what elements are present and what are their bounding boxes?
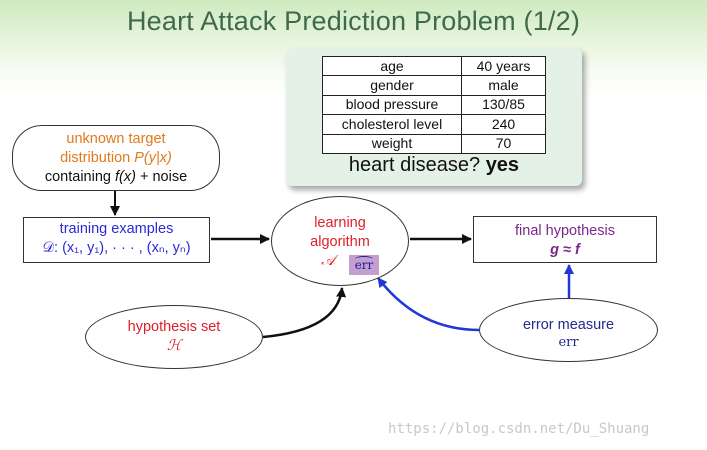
error-measure-node: error measure err xyxy=(479,298,658,362)
attribute-name-cell: weight xyxy=(322,133,462,154)
attribute-name-cell: cholesterol level xyxy=(322,114,462,135)
err-hat-badge: err xyxy=(349,255,379,275)
training-label: training examples xyxy=(59,221,174,237)
error-label: error measure xyxy=(522,317,615,333)
target-line2: distribution P(y|x) xyxy=(13,149,219,168)
slide-title: Heart Attack Prediction Problem (1/2) xyxy=(126,6,581,36)
target-line3: containing f(x) + noise xyxy=(13,168,219,187)
attribute-value-cell: 40 years xyxy=(461,55,546,77)
training-examples-node: training examples 𝒟: (x₁, y₁), · · · , (… xyxy=(23,217,210,263)
final-label: final hypothesis xyxy=(515,223,615,239)
final-formula: g ≈ f xyxy=(550,241,580,258)
target-line1: unknown target xyxy=(66,131,166,147)
learning-line2: algorithm xyxy=(310,233,370,250)
attribute-name-cell: gender xyxy=(322,75,462,96)
learning-algorithm-node: learning algorithm 𝒜 xyxy=(271,196,409,286)
target-line2-prefix: distribution xyxy=(60,149,131,166)
arrow-hypothesis-to-learning xyxy=(262,287,347,339)
target-function-formula: f(x) xyxy=(115,168,136,185)
attribute-value-cell: 240 xyxy=(461,114,546,135)
attribute-value-cell: 70 xyxy=(461,133,546,154)
watermark-url: https://blog.csdn.net/Du_Shuang xyxy=(388,421,650,437)
target-distribution-formula: P(y|x) xyxy=(134,149,172,166)
hypothesis-label: hypothesis set xyxy=(127,319,221,335)
hat-accent-icon xyxy=(355,256,373,262)
arrow-error-to-errhat xyxy=(377,277,480,332)
attribute-value-cell: male xyxy=(461,75,546,96)
target-line3-prefix: containing xyxy=(44,168,111,185)
error-symbol: err xyxy=(558,334,579,350)
training-formula: 𝒟: (x₁, y₁), · · · , (xₙ, yₙ) xyxy=(42,239,191,256)
target-line3-suffix: + noise xyxy=(139,168,188,185)
question-text: heart disease? xyxy=(348,154,481,176)
hypothesis-symbol: ℋ xyxy=(166,337,182,354)
unknown-target-distribution-node: unknown target distribution P(y|x) conta… xyxy=(12,125,220,191)
algorithm-symbol: 𝒜 xyxy=(321,252,335,269)
heart-disease-question: heart disease? yes xyxy=(286,154,582,177)
answer-text: yes xyxy=(485,154,520,176)
attribute-name-cell: blood pressure xyxy=(322,94,462,116)
hypothesis-set-node: hypothesis set ℋ xyxy=(85,305,263,369)
attribute-value-cell: 130/85 xyxy=(461,94,546,116)
learning-line1: learning xyxy=(314,215,366,231)
final-hypothesis-node: final hypothesis g ≈ f xyxy=(473,216,657,263)
